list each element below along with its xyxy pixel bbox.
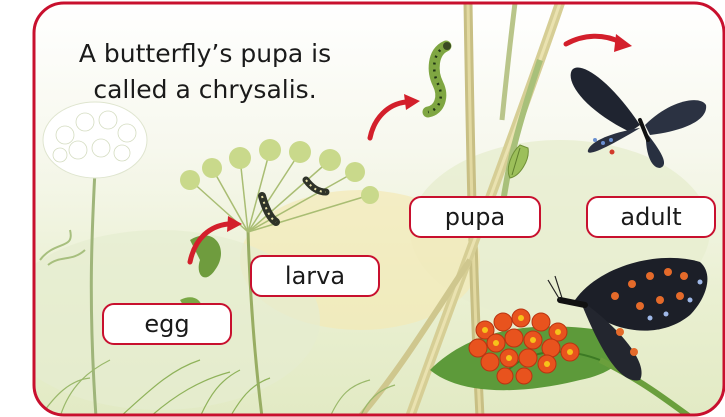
pupa-label: pupa [409,196,541,238]
adult-label: adult [586,196,716,238]
larva-label: larva [250,255,380,297]
egg-label: egg [102,303,232,345]
caption: A butterfly’s pupa is called a chrysalis… [40,36,370,108]
